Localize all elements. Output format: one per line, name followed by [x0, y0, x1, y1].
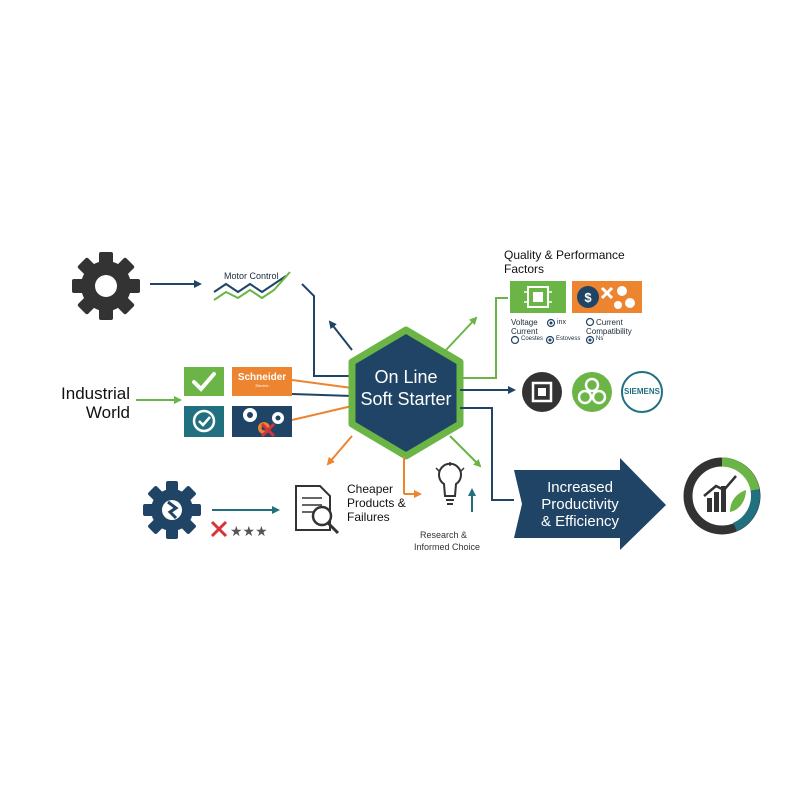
current-text: Current: [511, 327, 538, 336]
industrial-world-label: Industrial World: [50, 384, 130, 422]
schneider-name: Schneider: [237, 372, 287, 383]
compatibility-text: Compatibility: [586, 327, 632, 336]
chip-icon: [524, 286, 552, 308]
arrow-down-right: [449, 435, 482, 468]
schneider-tagline: Electric: [255, 383, 269, 388]
motor-control-waveform: [213, 271, 291, 301]
option-estovess: Estovess: [556, 336, 581, 342]
connector-motor-to-hub: [301, 283, 352, 377]
failed-rating-icon: ★★★: [210, 520, 268, 540]
productivity-line1: Increased: [547, 479, 613, 496]
research-line1: Research &: [420, 530, 468, 540]
option-ns: Ns: [596, 336, 604, 342]
option-coestes: Coestes: [521, 336, 544, 342]
cheaper-line1: Cheaper: [347, 482, 394, 496]
productivity-line3: & Efficiency: [540, 513, 620, 530]
option-current: Current: [596, 318, 623, 327]
svg-text:★★★: ★★★: [230, 524, 268, 540]
svg-text:$: $: [584, 290, 592, 305]
hub-label-line2: Soft Starter: [360, 389, 452, 409]
voltage-text: Voltage: [511, 318, 538, 327]
hub-label-line1: On Line: [374, 367, 438, 387]
arrow-up-left: [328, 320, 353, 351]
productivity-label: Increased Productivity & Efficiency: [528, 479, 632, 530]
option-inx: inx: [557, 319, 566, 326]
dollar-gear-icon: $: [577, 286, 635, 309]
lightbulb-icon: [435, 462, 465, 505]
cheaper-line3: Failures: [347, 510, 390, 524]
hub-label: On Line Soft Starter: [346, 366, 466, 410]
schneider-logo-text: Schneider Electric: [236, 372, 288, 388]
gear-icon: [72, 252, 140, 320]
radio-icons: [510, 317, 595, 345]
quality-voltage-label: Voltage Current: [511, 318, 538, 336]
quality-title-line2: Factors: [504, 262, 545, 276]
quality-title-line1: Quality & Performance: [504, 248, 625, 262]
schneider-logo-box: [232, 367, 292, 396]
productivity-line2: Productivity: [541, 496, 619, 513]
connector-productivity: [460, 407, 514, 501]
check-circle-icon: [192, 409, 216, 433]
red-x-icon: [260, 422, 276, 438]
cheaper-products-label: Cheaper Products & Failures: [347, 482, 406, 524]
checkmark-box: [184, 367, 224, 396]
industrial-line2: World: [85, 403, 130, 422]
research-line2: Informed Choice: [414, 542, 481, 552]
hub-hexagon: [348, 326, 464, 460]
checkmark-icon: [192, 372, 216, 392]
cheaper-line2: Products &: [347, 496, 406, 510]
productivity-arrow-banner: [514, 458, 666, 550]
motor-control-label: Motor Control: [224, 271, 279, 281]
quality-title: Quality & Performance Factors: [504, 248, 625, 276]
siemens-logo: [621, 371, 663, 413]
growth-chart-icon: [683, 457, 761, 535]
research-label: Research & Informed Choice: [414, 529, 480, 553]
siemens-text: SIEMENS: [623, 387, 660, 396]
connector-schneider: [291, 379, 353, 389]
quality-compat-label: Current Compatibility: [586, 318, 632, 336]
connector-quality: [460, 297, 508, 379]
refresh-gear-icon: [143, 481, 201, 539]
industrial-line1: Industrial: [61, 384, 130, 403]
arrow-up-right: [445, 316, 478, 351]
document-search-icon: [295, 485, 340, 535]
arrow-down-left: [326, 435, 353, 466]
